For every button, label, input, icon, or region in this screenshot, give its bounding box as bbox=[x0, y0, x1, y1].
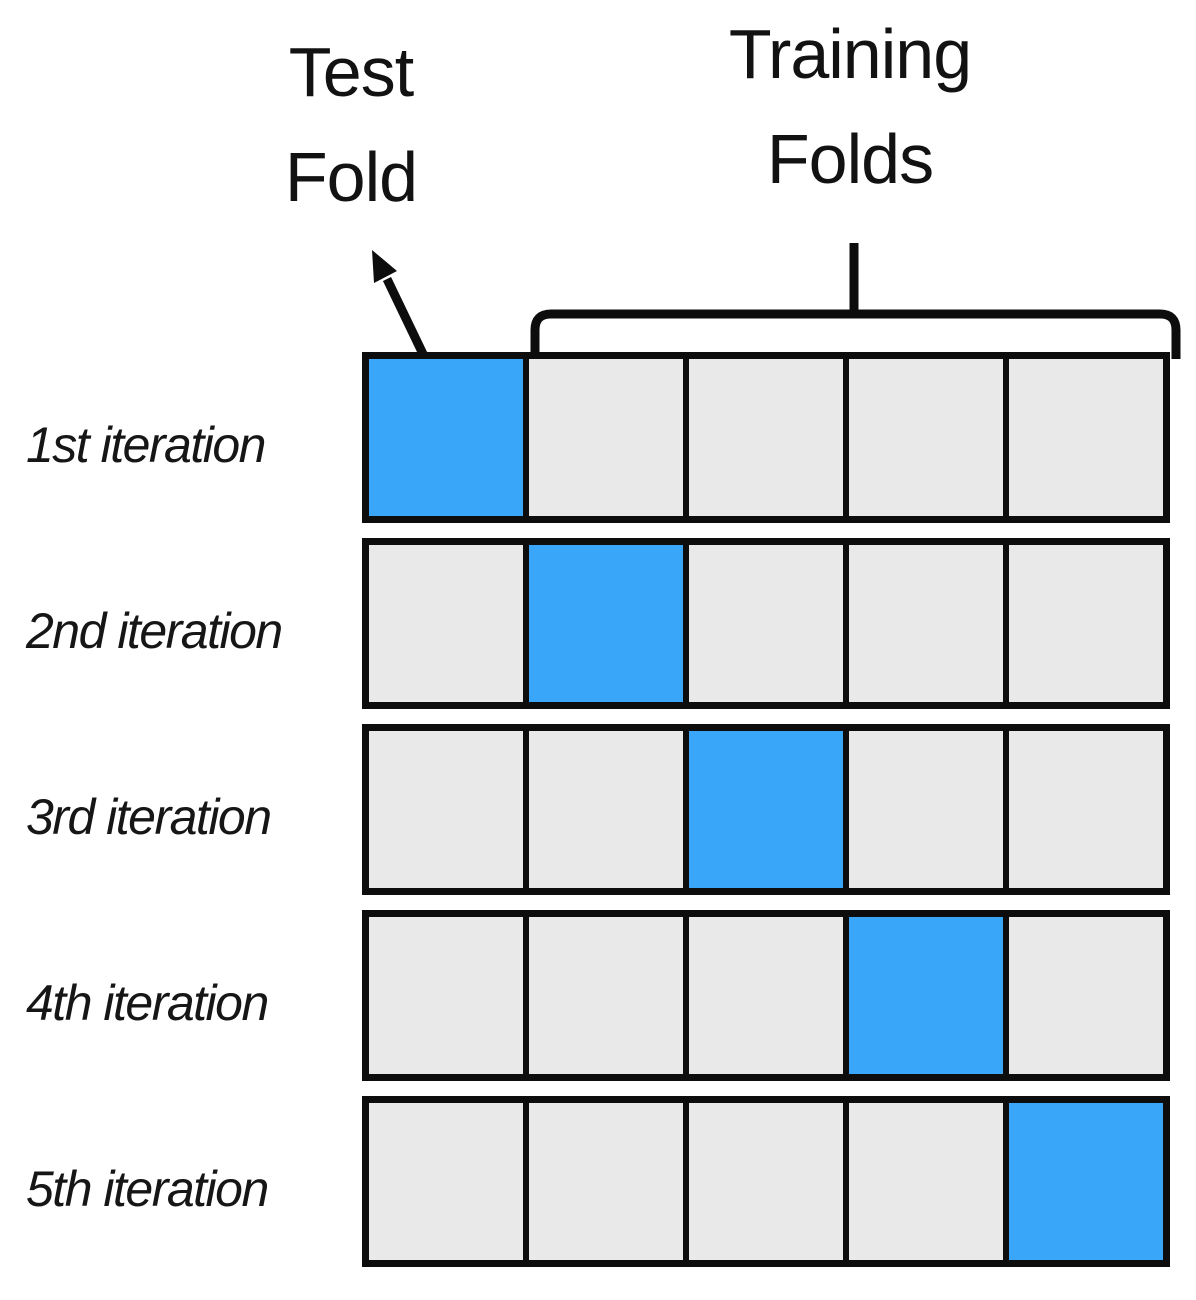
test-fold-title-line1: Test bbox=[288, 33, 414, 111]
training-fold-cell bbox=[523, 1103, 683, 1260]
test-fold-cell bbox=[1003, 1103, 1163, 1260]
training-fold-cell bbox=[369, 545, 523, 702]
training-fold-cell bbox=[523, 731, 683, 888]
training-folds-brace bbox=[530, 243, 1181, 359]
fold-row bbox=[362, 724, 1170, 895]
training-folds-title-line2: Folds bbox=[766, 120, 934, 198]
training-folds-title: Training Folds bbox=[640, 2, 1060, 212]
fold-row bbox=[362, 1096, 1170, 1267]
test-fold-title: Test Fold bbox=[141, 20, 561, 230]
training-fold-cell bbox=[843, 359, 1003, 516]
fold-row bbox=[362, 352, 1170, 523]
fold-row bbox=[362, 910, 1170, 1081]
training-fold-cell bbox=[843, 545, 1003, 702]
training-fold-cell bbox=[843, 1103, 1003, 1260]
training-fold-cell bbox=[1003, 359, 1163, 516]
training-fold-cell bbox=[369, 731, 523, 888]
test-fold-cell bbox=[523, 545, 683, 702]
training-fold-cell bbox=[1003, 545, 1163, 702]
test-fold-title-line2: Fold bbox=[284, 138, 418, 216]
training-fold-cell bbox=[683, 545, 843, 702]
iteration-label: 5th iteration bbox=[26, 1160, 269, 1217]
iteration-label: 1st iteration bbox=[26, 416, 266, 473]
training-fold-cell bbox=[683, 917, 843, 1074]
test-fold-cell bbox=[369, 359, 523, 516]
training-fold-cell bbox=[683, 1103, 843, 1260]
training-fold-cell bbox=[843, 731, 1003, 888]
iteration-label: 2nd iteration bbox=[26, 602, 283, 659]
training-fold-cell bbox=[369, 917, 523, 1074]
training-fold-cell bbox=[1003, 731, 1163, 888]
test-fold-cell bbox=[843, 917, 1003, 1074]
training-fold-cell bbox=[1003, 917, 1163, 1074]
fold-row bbox=[362, 538, 1170, 709]
training-fold-cell bbox=[523, 359, 683, 516]
training-fold-cell bbox=[683, 359, 843, 516]
training-fold-cell bbox=[523, 917, 683, 1074]
iteration-label: 3rd iteration bbox=[26, 788, 272, 845]
test-fold-cell bbox=[683, 731, 843, 888]
training-folds-title-line1: Training bbox=[728, 15, 972, 93]
iteration-label: 4th iteration bbox=[26, 974, 269, 1031]
test-fold-arrow bbox=[372, 250, 428, 356]
training-fold-cell bbox=[369, 1103, 523, 1260]
